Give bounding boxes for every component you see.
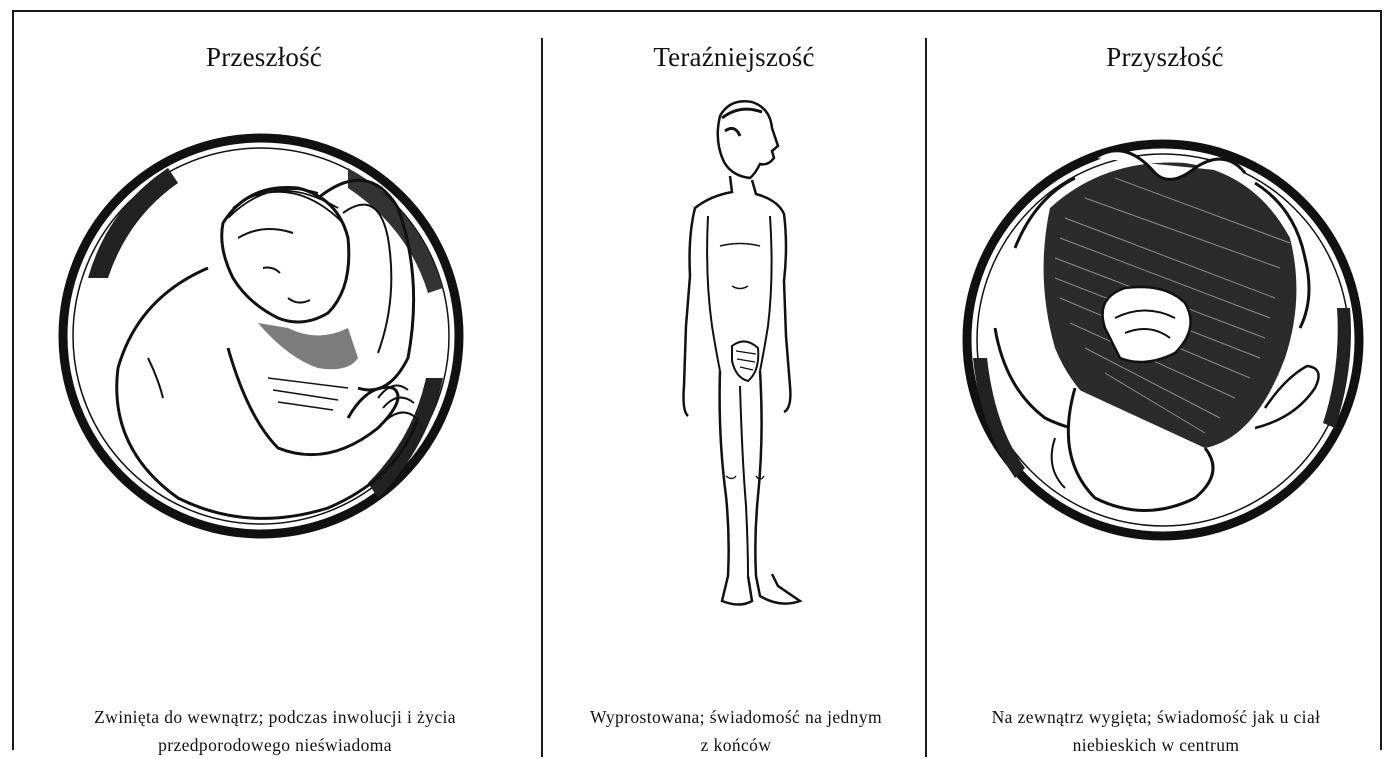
caption-future: Na zewnątrz wygięta; świadomość jak u ci… — [930, 703, 1382, 759]
column-divider-1 — [541, 38, 543, 757]
title-present: Teraźniejszość — [554, 42, 914, 73]
standing-human-figure — [660, 96, 820, 616]
caption-past: Zwinięta do wewnątrz; podczas inwolucji … — [20, 703, 530, 759]
title-past: Przeszłość — [84, 42, 444, 73]
curled-embryo-figure — [48, 128, 478, 558]
caption-present: Wyprostowana; świadomość na jednym z koń… — [548, 703, 924, 759]
title-future: Przyszłość — [985, 42, 1345, 73]
outward-bent-figure — [955, 128, 1375, 558]
column-divider-2 — [925, 38, 927, 757]
